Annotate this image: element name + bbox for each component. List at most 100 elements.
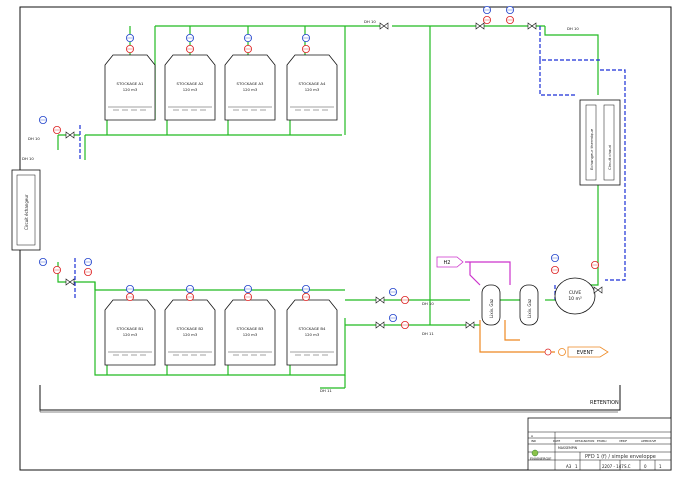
instrument-bubble-red — [591, 260, 600, 269]
h2-label: H2 — [444, 260, 451, 266]
instrument-bubble-blue — [388, 287, 397, 296]
cuve-volume: 10 m³ — [568, 296, 582, 302]
valve-symbol — [379, 22, 389, 30]
left-exchanger-label: Circuit échangeur — [24, 194, 29, 230]
small-tank-b-label: Lixiv. Gaz — [527, 299, 532, 318]
title-block-title: PFD 1 (f) / simple enveloppe — [585, 454, 656, 460]
retention-label: RETENTION — [590, 400, 619, 406]
valve-symbol — [475, 22, 485, 30]
instrument-bubble-red — [53, 265, 62, 274]
title-block-ref-e: 1 — [659, 464, 662, 469]
instrument-bubble-blue — [39, 257, 48, 266]
top-tank-name: STOCKAGE A4 — [299, 81, 326, 86]
top-tank-name: STOCKAGE A2 — [177, 81, 204, 86]
instrument-bubble-blue — [39, 116, 48, 125]
signal-lines — [74, 26, 626, 300]
top-tank-volume: 120 m3 — [123, 87, 138, 92]
instrument-bubble-red — [301, 45, 310, 54]
instrument-bubble-red — [243, 292, 252, 301]
instrument-bubble-red — [126, 292, 135, 301]
cuve-name: CUVE — [569, 290, 582, 296]
right-exchanger: Echangeur thermique Circuit chaud — [579, 99, 621, 186]
bottom-tank-name: STOCKAGE B2 — [177, 326, 204, 331]
line-tag-left-mid: DH 10 — [22, 156, 34, 161]
title-block-subcompany: MASSEMPIN — [558, 446, 578, 450]
instrument-bubble-red — [185, 45, 194, 54]
instrument-bubble-blue — [185, 34, 194, 43]
event-vent: EVENT — [544, 346, 609, 358]
instrument-bubble-blue — [126, 284, 135, 293]
title-block-company: ENVINERGIE — [530, 457, 551, 461]
valve-symbol — [593, 286, 603, 294]
bottom-tank-volume: 120 m3 — [243, 332, 258, 337]
bottom-tank-volume: 120 m3 — [305, 332, 320, 337]
line-tag-top-right: DH 10 — [567, 26, 579, 31]
valves — [65, 22, 603, 329]
small-tank-b: Lixiv. Gaz — [519, 284, 539, 326]
valve-symbol — [375, 296, 385, 304]
instrument-bubble-red — [84, 267, 93, 276]
instrument-bubble-blue — [551, 253, 560, 262]
instrument-bubble-blue — [301, 34, 310, 43]
title-block-ref-d: 0 — [644, 464, 647, 469]
valve-symbol — [527, 22, 537, 30]
right-exchanger-right-label: Circuit chaud — [607, 144, 612, 170]
instrument-bubble-red — [482, 15, 491, 24]
bottom-tank-volume: 120 m3 — [123, 332, 138, 337]
instrument-bubble-blue — [126, 34, 135, 43]
title-block-ref-c: S.C — [624, 464, 631, 469]
line-tags: DH 10 DH 10 DH 10 DH 11 DH 10 DH 10 DH 1… — [22, 19, 579, 393]
title-block-column: APPROUVE — [641, 439, 656, 443]
valve-symbol — [375, 321, 385, 329]
right-exchanger-left-label: Echangeur thermique — [589, 128, 594, 170]
valve-symbol — [65, 278, 75, 286]
cuve-tank: CUVE 10 m³ — [554, 277, 596, 315]
instrument-bubble-red — [243, 45, 252, 54]
title-block-row-index: A — [531, 434, 534, 438]
bottom-tank-name: STOCKAGE B3 — [237, 326, 264, 331]
title-block-ref-a: 1 — [575, 464, 578, 469]
bottom-tank-volume: 120 m3 — [183, 332, 198, 337]
instrument-bubble-blue — [505, 6, 514, 14]
small-tank-a: Lixiv. Gaz — [481, 284, 501, 326]
valve-symbol — [65, 131, 75, 139]
line-tag-mid-right-b: DH 11 — [422, 331, 434, 336]
valve-symbol — [465, 321, 475, 329]
instruments — [39, 6, 600, 329]
event-label: EVENT — [577, 350, 594, 356]
top-tank-volume: 120 m3 — [305, 87, 320, 92]
instrument-bubble-blue — [301, 284, 310, 293]
bottom-tank-name: STOCKAGE B4 — [299, 326, 326, 331]
instrument-bubble-red — [301, 292, 310, 301]
small-tank-a-label: Lixiv. Gaz — [489, 299, 494, 318]
instrument-bubble-blue — [185, 284, 194, 293]
title-block-column: ETABLI — [597, 439, 607, 443]
retention-inner — [39, 385, 618, 413]
left-exchanger: Circuit échangeur — [11, 169, 41, 251]
instrument-bubble-blue — [388, 313, 397, 322]
instrument-bubble-blue — [243, 284, 252, 293]
title-block-column: DESIGNATION — [575, 439, 594, 443]
bottom-tank-name: STOCKAGE B1 — [117, 326, 144, 331]
hydrogen-line — [465, 261, 511, 286]
title-block-column: IND — [531, 439, 536, 443]
event-line — [479, 320, 555, 353]
instrument-bubble-blue — [84, 257, 93, 266]
top-tank-volume: 120 m3 — [183, 87, 198, 92]
instrument-bubble-blue — [482, 6, 491, 14]
line-tag-left-top: DH 10 — [28, 136, 40, 141]
top-tank-volume: 120 m3 — [243, 87, 258, 92]
instrument-bubble-red — [400, 295, 409, 304]
line-tag-top-header: DH 10 — [364, 19, 376, 24]
title-block-column: DATE — [553, 439, 561, 443]
